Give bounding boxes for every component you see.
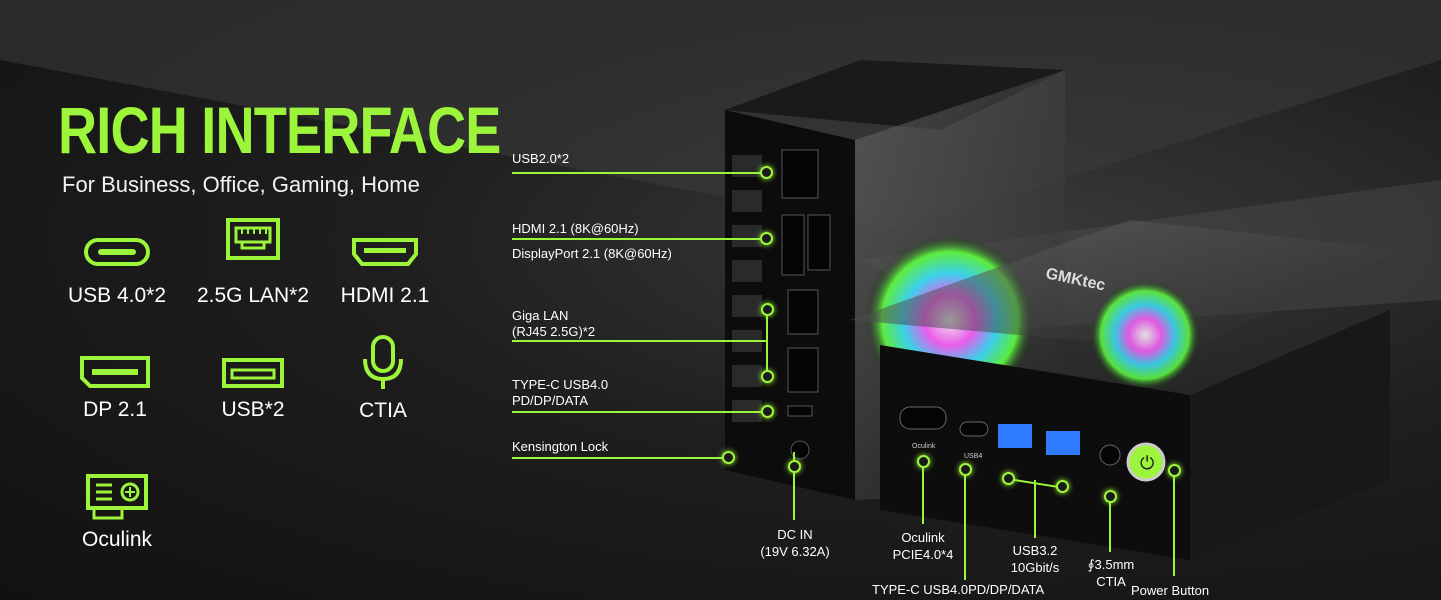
callout-dot [917, 455, 930, 468]
callout-lan-line1: Giga LAN [512, 308, 569, 323]
feature-label: DP 2.1 [83, 398, 147, 421]
callout-dot [1104, 490, 1117, 503]
callout-dot [760, 232, 773, 245]
feature-usb: USB*2 [188, 352, 318, 422]
callout-dcin: DC IN (19V 6.32A) [752, 526, 838, 560]
callout-hdmi: HDMI 2.1 (8K@60Hz) [512, 221, 639, 236]
callout-dot [761, 405, 774, 418]
callout-oculink: Oculink PCIE4.0*4 [880, 529, 966, 563]
callout-dcin-line2: (19V 6.32A) [760, 544, 830, 559]
callout-line [1173, 476, 1175, 576]
callout-line [964, 470, 966, 580]
callout-line [512, 340, 766, 342]
feature-label: USB*2 [221, 398, 285, 421]
callout-oculink-line1: Oculink [901, 530, 945, 545]
callout-line [512, 238, 766, 240]
page-title: RICH INTERFACE [58, 93, 501, 167]
callout-dcin-line1: DC IN [777, 527, 813, 542]
callout-kensington: Kensington Lock [512, 439, 609, 454]
svg-text:⏻: ⏻ [1140, 453, 1154, 474]
feature-dp: DP 2.1 [50, 352, 180, 422]
callout-power: Power Button [1131, 583, 1210, 598]
feature-oculink: Oculink [52, 470, 182, 552]
feature-ctia: CTIA [318, 333, 448, 423]
callout-usb32: USB3.2 10Gbit/s [995, 542, 1075, 576]
page-subtitle: For Business, Office, Gaming, Home [62, 172, 420, 197]
callout-line [512, 172, 766, 174]
callout-line [1109, 498, 1111, 552]
callout-line [922, 462, 924, 524]
mini-pc-illustration: GMKtec ⏻ Oculink USB4 [725, 60, 1400, 560]
feature-label: HDMI 2.1 [340, 284, 430, 307]
callout-audio-line2: CTIA [1096, 574, 1126, 589]
feature-hdmi: HDMI 2.1 [320, 222, 450, 308]
callout-dot [761, 370, 774, 383]
callout-oculink-line2: PCIE4.0*4 [892, 547, 954, 562]
callout-line [766, 310, 768, 376]
svg-text:USB4: USB4 [964, 453, 982, 460]
callout-audio: ∮3.5mm CTIA [1076, 556, 1146, 590]
feature-label: USB 4.0*2 [67, 284, 167, 307]
pcie-card-icon [86, 474, 148, 520]
callout-lan-line2: (RJ45 2.5G)*2 [512, 324, 596, 339]
callout-usb32-line2: 10Gbit/s [1010, 560, 1060, 575]
callout-dot [959, 463, 972, 476]
displayport-icon [80, 356, 150, 388]
callout-audio-line1: ∮3.5mm [1087, 557, 1135, 572]
callout-dot [1168, 464, 1181, 477]
callout-dot [722, 451, 735, 464]
svg-text:Oculink: Oculink [912, 443, 936, 450]
callout-dot [1056, 480, 1069, 493]
hdmi-port-icon [352, 238, 418, 266]
power-button-glyph [1126, 442, 1166, 482]
callout-typec-line1: TYPE-C USB4.0 [512, 377, 609, 392]
feature-label: 2.5G LAN*2 [196, 284, 310, 307]
callout-dot [788, 460, 801, 473]
microphone-icon [363, 335, 403, 389]
callout-line [512, 457, 726, 459]
callout-dot [1002, 472, 1015, 485]
callout-dot [760, 166, 773, 179]
callout-typec-line2: PD/DP/DATA [512, 393, 589, 408]
usb-a-port-icon [222, 358, 284, 388]
callout-line [1034, 480, 1036, 538]
callout-usb2: USB2.0*2 [512, 151, 570, 166]
feature-label: Oculink [81, 528, 153, 551]
callout-line [512, 411, 766, 413]
callout-typec-front: TYPE-C USB4.0PD/DP/DATA [872, 582, 1045, 597]
callout-line [793, 452, 795, 520]
callout-usb32-line1: USB3.2 [1012, 543, 1058, 558]
ethernet-port-icon [226, 218, 280, 260]
feature-label: CTIA [359, 399, 407, 422]
feature-lan: 2.5G LAN*2 [188, 216, 318, 308]
usb-c-port-icon [84, 238, 150, 266]
feature-usb4: USB 4.0*2 [52, 222, 182, 308]
callout-displayport: DisplayPort 2.1 (8K@60Hz) [512, 246, 672, 261]
callout-dot [761, 303, 774, 316]
